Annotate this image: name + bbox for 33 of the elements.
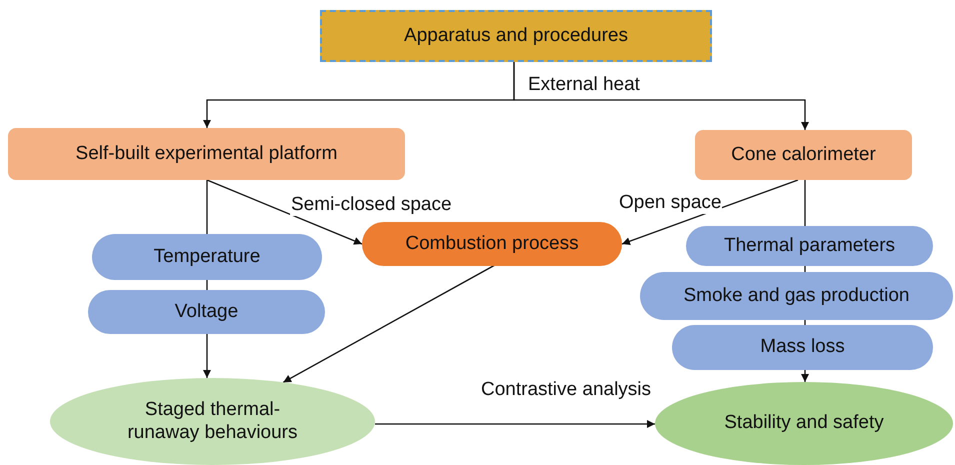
node-label: Self-built experimental platform [76,142,338,166]
node-label: Smoke and gas production [683,284,910,308]
rounded-pill [88,290,325,334]
process-box [695,130,912,180]
rounded-pill [672,325,933,370]
process-box [320,10,712,62]
arrow [801,370,809,382]
rounded-pill [686,226,933,266]
connector-line [206,180,208,234]
arrow [282,264,496,383]
arrow [203,334,211,378]
node-label: Staged thermal-runaway behaviours [126,398,299,444]
process-box [8,128,405,180]
node-label: Stability and safety [724,412,884,435]
arrow [375,420,655,428]
node-label: Voltage [174,300,238,324]
node-label: Apparatus and procedures [404,24,628,48]
node-label: Mass loss [760,336,845,359]
connector-line [804,180,806,226]
node-label: Thermal parameters [724,234,896,258]
arrow [206,179,362,245]
rounded-pill [362,222,622,266]
connector-line [206,280,208,290]
arrow [622,179,798,246]
edge-label: Contrastive analysis [480,380,652,401]
edge-label: Semi-closed space [290,195,453,216]
node-label: Combustion process [405,232,579,256]
rounded-pill [640,272,953,320]
edge-label: Open space [618,193,722,214]
node-label: Temperature [154,246,260,268]
arrow [513,62,809,130]
rounded-pill [92,234,322,280]
node-label: Cone calorimeter [731,144,876,166]
